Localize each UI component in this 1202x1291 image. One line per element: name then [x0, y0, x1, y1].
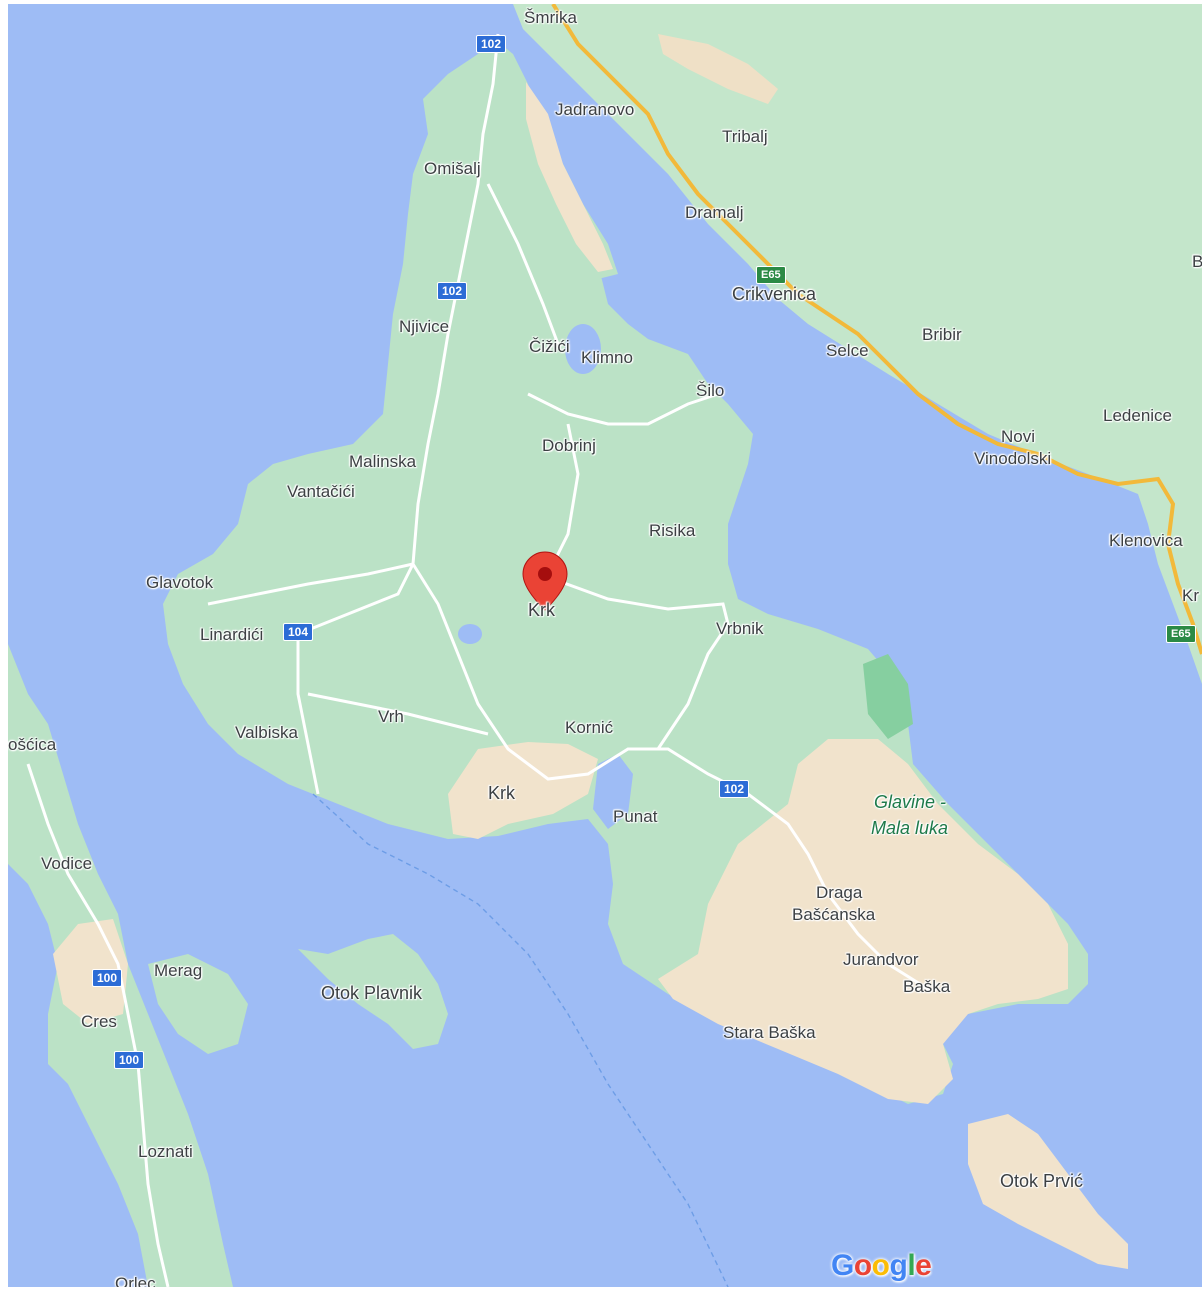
- place-label[interactable]: Njivice: [399, 317, 450, 336]
- place-label[interactable]: Glavotok: [146, 573, 214, 592]
- place-label[interactable]: Jurandvor: [843, 950, 919, 969]
- place-label[interactable]: Valbiska: [235, 723, 298, 742]
- roads: [207, 33, 929, 991]
- place-label[interactable]: Stara Baška: [723, 1023, 816, 1042]
- place-label[interactable]: Crikvenica: [732, 284, 817, 304]
- cres-road: [26, 763, 170, 1287]
- logo-letter: o: [853, 1249, 872, 1282]
- place-label[interactable]: Orlec: [115, 1274, 156, 1287]
- logo-letter: e: [915, 1249, 932, 1282]
- place-label[interactable]: Loznati: [138, 1142, 193, 1161]
- place-label[interactable]: Risika: [649, 521, 696, 540]
- place-label[interactable]: Cres: [81, 1012, 117, 1031]
- place-label[interactable]: Jadranovo: [555, 100, 635, 119]
- island-label[interactable]: Otok Plavnik: [321, 983, 423, 1003]
- road-shield: 102: [437, 282, 468, 300]
- logo-letter: G: [831, 1249, 854, 1282]
- road-shield: 104: [283, 623, 314, 641]
- sand-mainland-hill: [658, 34, 778, 104]
- road-shield: 100: [114, 1051, 145, 1069]
- place-label[interactable]: Tribalj: [722, 127, 768, 146]
- place-label[interactable]: Vrh: [378, 707, 404, 726]
- sand-baska-region: [658, 739, 1068, 1104]
- place-label[interactable]: Bribir: [922, 325, 962, 344]
- park-label[interactable]: Mala luka: [871, 818, 949, 838]
- place-label[interactable]: Šmrika: [524, 8, 577, 27]
- place-label[interactable]: Selce: [826, 341, 869, 360]
- road-shield: 102: [476, 35, 507, 53]
- place-label[interactable]: Merag: [154, 961, 203, 980]
- place-label[interactable]: Kornić: [565, 718, 614, 737]
- place-label[interactable]: Dramalj: [685, 203, 744, 222]
- place-label[interactable]: Malinska: [349, 452, 417, 471]
- place-label[interactable]: Dobrinj: [542, 436, 596, 455]
- forest-patch: [863, 654, 913, 739]
- road-shield: 102: [719, 780, 750, 798]
- lake-klimno-bay: [565, 324, 601, 374]
- place-label[interactable]: Baška: [903, 977, 951, 996]
- place-label[interactable]: Kr: [1182, 586, 1199, 605]
- lake-center: [458, 624, 482, 644]
- place-label[interactable]: Punat: [613, 807, 658, 826]
- place-label[interactable]: Vantačići: [287, 482, 355, 501]
- place-label[interactable]: Vinodolski: [974, 449, 1052, 468]
- place-label[interactable]: Šilo: [696, 381, 725, 400]
- cres-east-island: [148, 954, 248, 1054]
- place-label[interactable]: Krk: [488, 783, 515, 803]
- place-label[interactable]: Vodice: [41, 854, 93, 873]
- sand-north-strip: [526, 82, 613, 272]
- logo-letter: l: [907, 1249, 916, 1282]
- place-label[interactable]: Čižići: [529, 337, 570, 356]
- logo-letter: o: [871, 1249, 890, 1282]
- island-label[interactable]: Otok Prvić: [1000, 1171, 1084, 1191]
- place-label[interactable]: Omišalj: [424, 159, 481, 178]
- place-label[interactable]: Bašćanska: [792, 905, 876, 924]
- place-label[interactable]: Novi: [1001, 427, 1036, 446]
- location-pin-icon[interactable]: [522, 551, 568, 611]
- place-label[interactable]: Vrbnik: [716, 619, 764, 638]
- map-canvas[interactable]: [8, 4, 1202, 1287]
- otok-plavnik-island: [298, 934, 448, 1049]
- logo-letter: g: [889, 1249, 908, 1282]
- pin-label[interactable]: Krk: [528, 600, 555, 620]
- ferry-route: [312, 793, 729, 1287]
- sand-krk-town: [448, 742, 598, 839]
- park-label[interactable]: Glavine -: [874, 792, 947, 812]
- place-label[interactable]: Draga: [816, 883, 863, 902]
- google-logo[interactable]: Google: [831, 1249, 932, 1283]
- place-label[interactable]: Linardići: [200, 625, 264, 644]
- place-label[interactable]: Klimno: [581, 348, 633, 367]
- bay-punat: [593, 754, 633, 829]
- place-label[interactable]: Ledenice: [1103, 406, 1173, 425]
- place-label[interactable]: Klenovica: [1109, 531, 1183, 550]
- road-shield: 100: [92, 969, 123, 987]
- place-label[interactable]: ošćica: [8, 735, 57, 754]
- road-shield: E65: [1166, 625, 1196, 643]
- highway-e65: [551, 4, 1202, 655]
- road-shield: E65: [756, 266, 786, 284]
- place-label[interactable]: B: [1192, 252, 1202, 271]
- otok-prvic-island: [968, 1114, 1128, 1269]
- map-viewport[interactable]: Šmrika Jadranovo Tribalj Omišalj Dramalj…: [8, 4, 1202, 1287]
